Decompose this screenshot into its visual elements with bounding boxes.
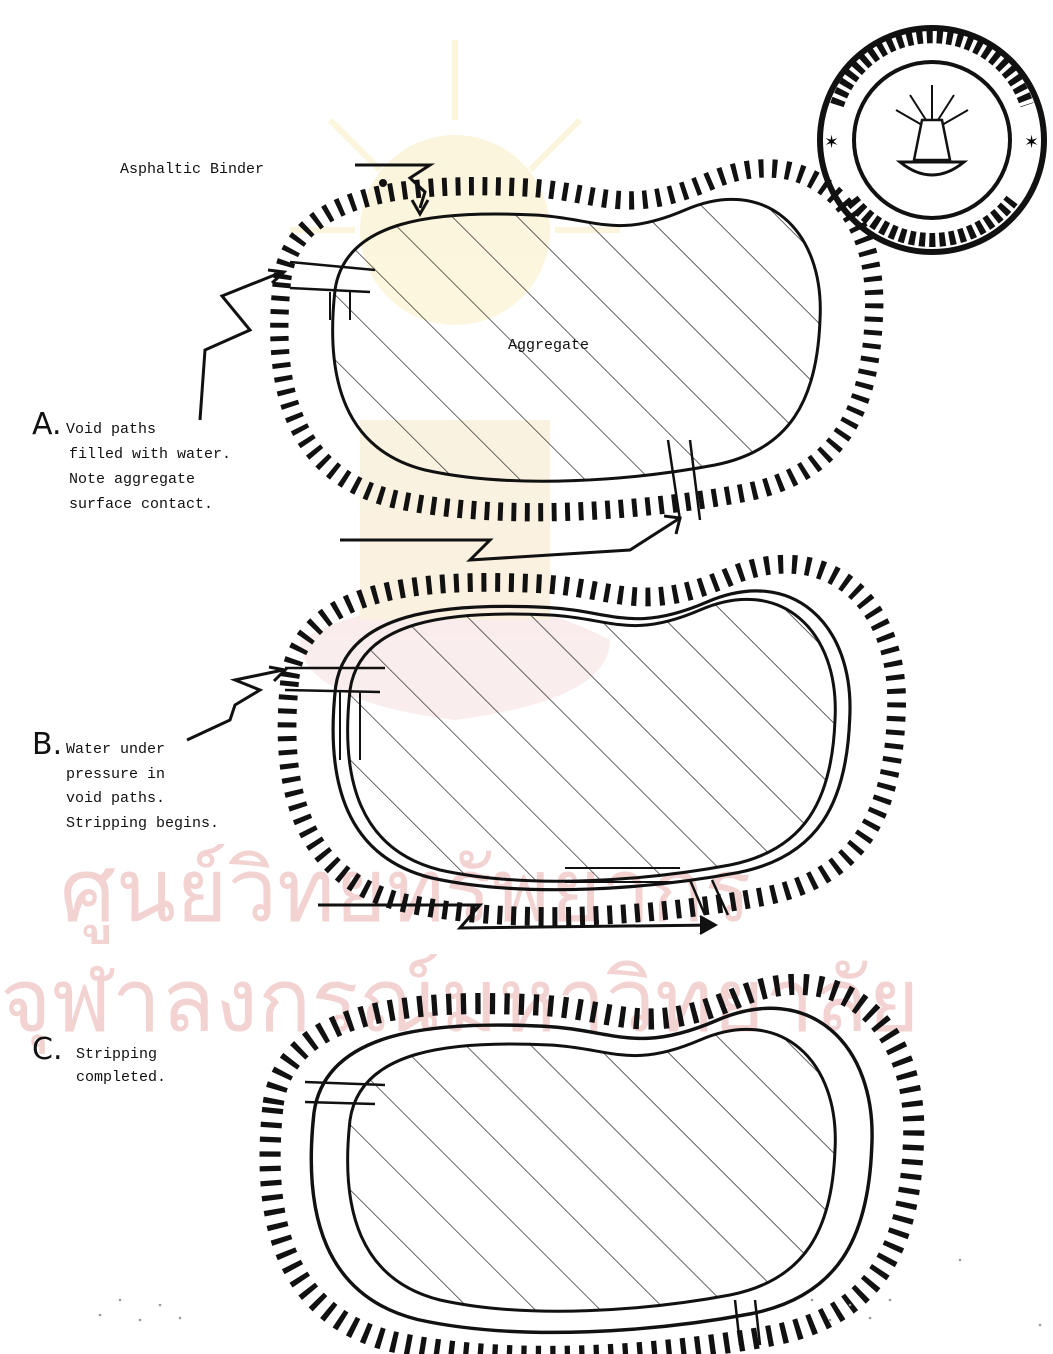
stage-b-caption-line: pressure in (66, 765, 165, 785)
svg-text:✶: ✶ (1024, 132, 1039, 153)
stage-a-caption-line: surface contact. (69, 495, 213, 515)
binder-label: Asphaltic Binder (120, 160, 264, 180)
stage-b-aggregate (287, 564, 897, 916)
stage-c-caption-line: Stripping (76, 1045, 157, 1065)
stage-c-letter: C. (32, 1032, 62, 1067)
stage-c-caption-line: completed. (76, 1068, 166, 1088)
stage-a-letter: A. (32, 407, 62, 442)
stage-a-caption-line: filled with water. (69, 445, 231, 465)
stage-b-caption-line: Water under (66, 740, 165, 760)
stage-b-letter: B. (32, 727, 62, 762)
svg-text:✶: ✶ (824, 132, 839, 153)
stage-a-caption-line: Void paths (66, 420, 156, 440)
stage-c-aggregate (270, 984, 914, 1354)
stage-b-caption-line: Stripping begins. (66, 814, 219, 834)
stage-a-caption-line: Note aggregate (69, 470, 195, 490)
aggregate-label: Aggregate (508, 336, 589, 356)
stage-b-caption-line: void paths. (66, 789, 165, 809)
library-seal: ✶ ✶ (820, 28, 1044, 252)
